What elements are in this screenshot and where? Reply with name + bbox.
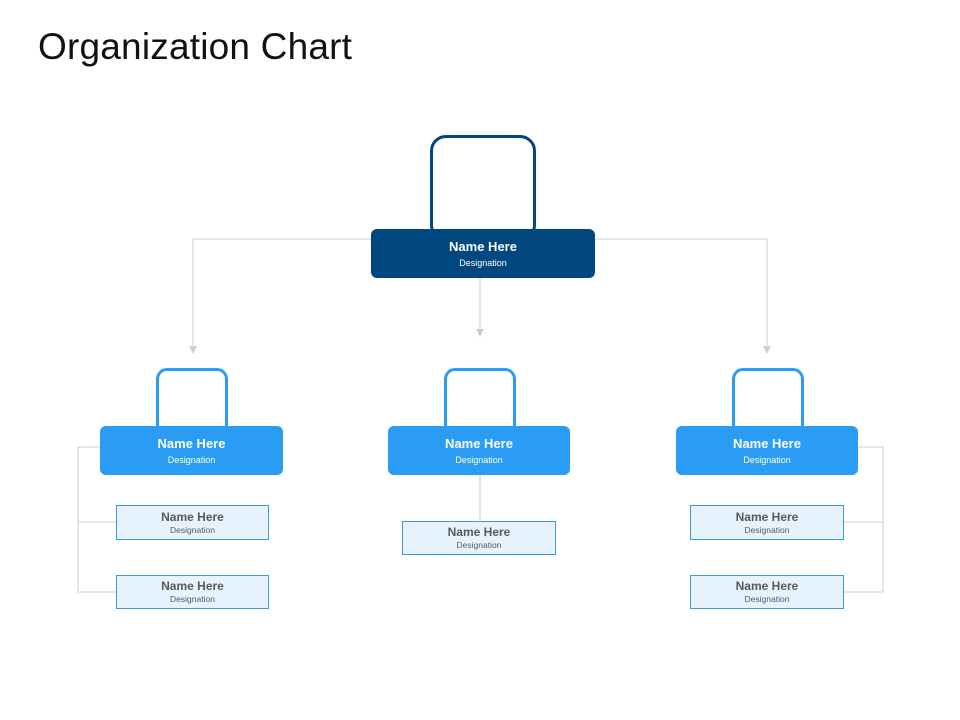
report-name: Name Here: [161, 509, 224, 524]
report-name: Name Here: [735, 509, 799, 524]
arrow-center: [476, 329, 484, 337]
report-designation: Designation: [170, 524, 215, 535]
manager-1-report-2-card[interactable]: Name Here Designation: [116, 575, 269, 609]
manager-2-name: Name Here: [445, 435, 513, 451]
manager-3-card[interactable]: Name Here Designation: [676, 426, 858, 475]
head-designation: Designation: [459, 257, 507, 268]
head-card[interactable]: Name Here Designation: [371, 229, 595, 278]
report-name: Name Here: [447, 525, 511, 539]
arrow-left: [189, 346, 197, 354]
report-name: Name Here: [735, 579, 799, 593]
manager-1-card[interactable]: Name Here Designation: [100, 426, 283, 475]
manager-1-designation: Designation: [167, 454, 216, 465]
connector-head-to-left: [192, 238, 371, 352]
manager-3-report-2-card[interactable]: Name Here Designation: [690, 575, 844, 609]
report-designation: Designation: [744, 524, 790, 535]
report-name: Name Here: [161, 579, 224, 593]
manager-1-report-1-card[interactable]: Name Here Designation: [116, 505, 269, 540]
connector-head-to-right: [595, 238, 768, 352]
manager-3-designation: Designation: [743, 454, 791, 465]
head-photo-placeholder: [430, 135, 536, 241]
slide-title: Organization Chart: [38, 26, 353, 67]
manager-1-name: Name Here: [157, 435, 226, 451]
manager-2-report-1-card[interactable]: Name Here Designation: [402, 521, 556, 555]
connector-left-reports: [77, 446, 117, 593]
manager-3-report-1-card[interactable]: Name Here Designation: [690, 505, 844, 540]
manager-2-designation: Designation: [455, 454, 503, 465]
manager-3-name: Name Here: [733, 435, 801, 451]
manager-2-card[interactable]: Name Here Designation: [388, 426, 570, 475]
connector-right-reports: [843, 446, 884, 593]
report-designation: Designation: [744, 594, 790, 604]
arrow-right: [763, 346, 771, 354]
report-designation: Designation: [170, 594, 215, 604]
head-name: Name Here: [449, 238, 517, 254]
report-designation: Designation: [456, 540, 502, 550]
